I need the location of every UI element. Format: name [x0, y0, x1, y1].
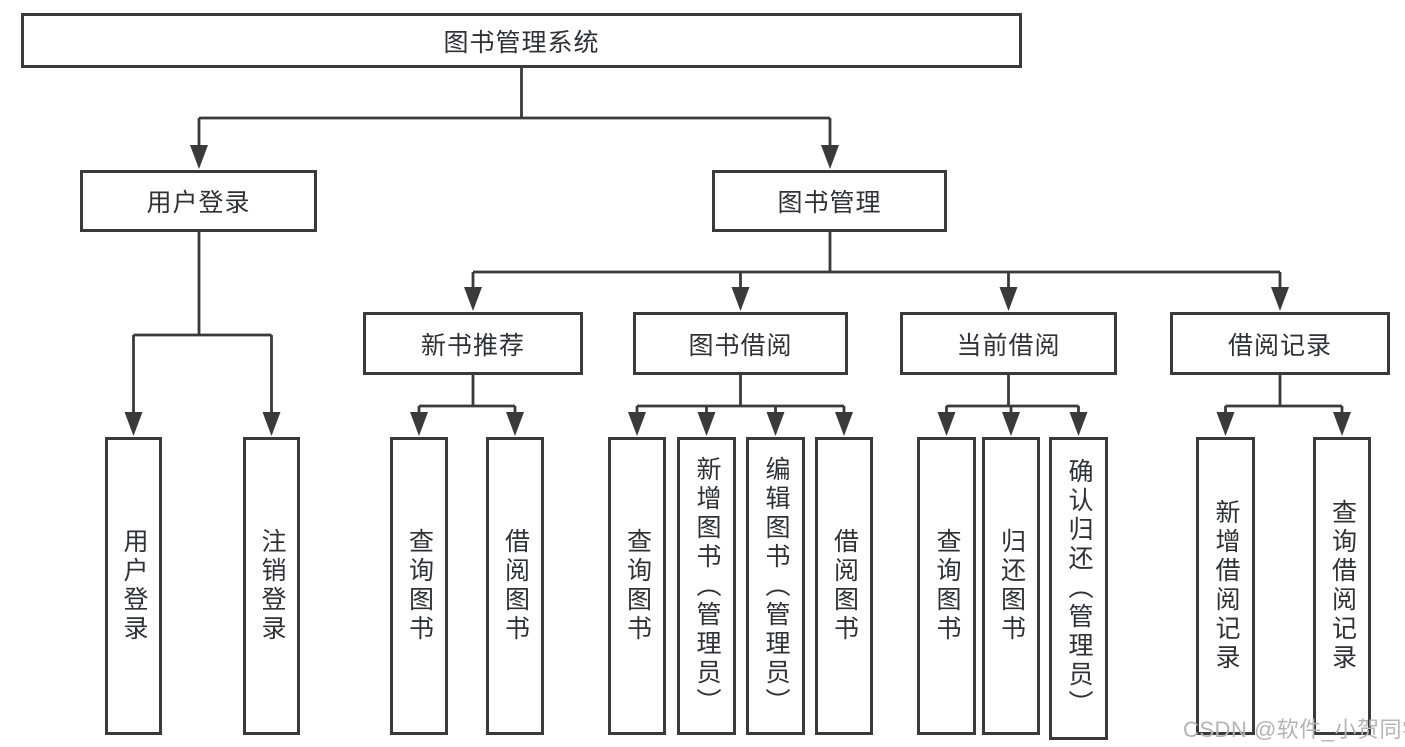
node-book-borrow-label: 图书借阅	[688, 331, 793, 360]
node-current-borrow-label: 当前借阅	[956, 331, 1061, 360]
leaf-return-book-label: 归还图书	[997, 528, 1026, 644]
node-user-login-label: 用户登录	[146, 189, 251, 217]
leaf-query-books-current: 查询图书	[917, 437, 976, 735]
node-new-book-recommend: 新书推荐	[363, 312, 583, 375]
leaf-logout-label: 注销登录	[258, 528, 286, 644]
arrowheads	[124, 145, 1351, 436]
node-user-login: 用户登录	[80, 170, 317, 232]
leaf-user-login-label: 用户登录	[120, 528, 148, 644]
leaf-edit-book-admin-label: 编辑图书（管理员）	[762, 455, 790, 717]
leaf-query-books-borrow: 查询图书	[608, 437, 666, 735]
node-root: 图书管理系统	[21, 13, 1022, 68]
csdn-watermark: CSDN @软件_小贺同学	[1183, 717, 1405, 742]
node-book-management-label: 图书管理	[777, 189, 882, 217]
leaf-add-book-admin: 新增图书（管理员）	[677, 437, 736, 735]
leaf-borrow-books-label: 借阅图书	[830, 528, 859, 644]
leaf-query-borrow-record: 查询借阅记录	[1313, 437, 1371, 735]
leaf-query-books-recommend: 查询图书	[390, 437, 448, 735]
leaf-add-book-admin-label: 新增图书（管理员）	[693, 455, 721, 717]
node-new-book-recommend-label: 新书推荐	[420, 331, 525, 360]
leaf-borrow-books-recommend-label: 借阅图书	[501, 528, 530, 644]
leaf-query-books-borrow-label: 查询图书	[623, 528, 652, 644]
node-borrow-records: 借阅记录	[1170, 312, 1390, 375]
node-root-label: 图书管理系统	[443, 28, 600, 57]
node-current-borrow: 当前借阅	[900, 312, 1117, 375]
leaf-add-borrow-record-label: 新增借阅记录	[1212, 499, 1240, 673]
leaf-confirm-return-admin: 确认归还（管理员）	[1049, 437, 1108, 740]
leaf-query-borrow-record-label: 查询借阅记录	[1328, 499, 1357, 673]
node-borrow-records-label: 借阅记录	[1227, 331, 1332, 360]
node-book-borrow: 图书借阅	[633, 312, 848, 375]
leaf-return-book: 归还图书	[982, 437, 1040, 735]
leaf-borrow-books-recommend: 借阅图书	[486, 437, 544, 735]
node-book-management: 图书管理	[712, 170, 947, 232]
leaf-user-login: 用户登录	[105, 437, 162, 735]
leaf-edit-book-admin: 编辑图书（管理员）	[746, 437, 805, 735]
leaf-borrow-books: 借阅图书	[815, 437, 873, 735]
leaf-logout: 注销登录	[243, 437, 300, 735]
leaf-query-books-recommend-label: 查询图书	[405, 528, 434, 644]
leaf-confirm-return-admin-label: 确认归还（管理员）	[1065, 458, 1093, 719]
leaf-add-borrow-record: 新增借阅记录	[1196, 437, 1255, 735]
leaf-query-books-current-label: 查询图书	[933, 528, 961, 644]
